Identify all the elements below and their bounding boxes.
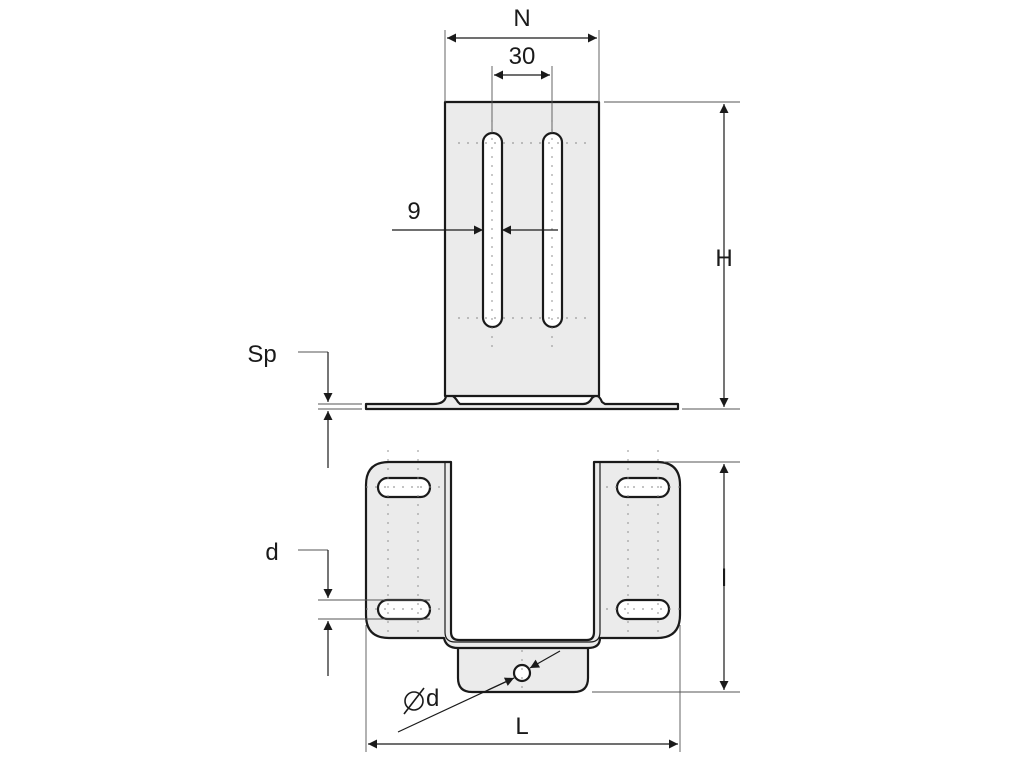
dimension-l-label: l <box>721 565 726 592</box>
dimension-d: d <box>265 539 430 676</box>
front-view-base-flange <box>364 393 680 411</box>
dimension-slot-pitch-label: 30 <box>509 43 536 70</box>
dimension-d-label: d <box>265 539 278 566</box>
top-slot-upper-right <box>615 476 671 499</box>
dimension-n-label: N <box>513 5 530 32</box>
front-view <box>364 100 680 411</box>
dimension-sp-label: Sp <box>247 341 276 368</box>
dimension-big-l: L <box>365 625 681 752</box>
top-slot-lower-right <box>615 598 671 621</box>
diameter-symbol-icon <box>403 687 425 715</box>
top-slot-lower-left <box>376 598 432 621</box>
dimension-diameter-d-label: d <box>426 685 439 712</box>
front-slot-left <box>481 131 504 329</box>
dimension-n: N <box>444 5 600 102</box>
dimension-h-label: H <box>715 245 732 272</box>
front-view-vertical-plate <box>443 100 601 398</box>
top-view-u-inner-edge <box>444 462 601 643</box>
dimension-h: H <box>604 101 740 410</box>
dimension-slot-pitch: 30 <box>491 43 553 133</box>
dimension-sp: Sp <box>247 341 362 468</box>
dimension-slot-width-label: 9 <box>407 198 420 225</box>
dimension-big-l-label: L <box>515 713 528 740</box>
top-view-hole <box>512 663 532 683</box>
dimension-slot-width: 9 <box>392 198 558 235</box>
top-slot-upper-left <box>376 476 432 499</box>
dimension-diameter-d: d <box>397 650 561 733</box>
dimension-l: l <box>592 461 740 693</box>
top-view <box>364 450 682 694</box>
